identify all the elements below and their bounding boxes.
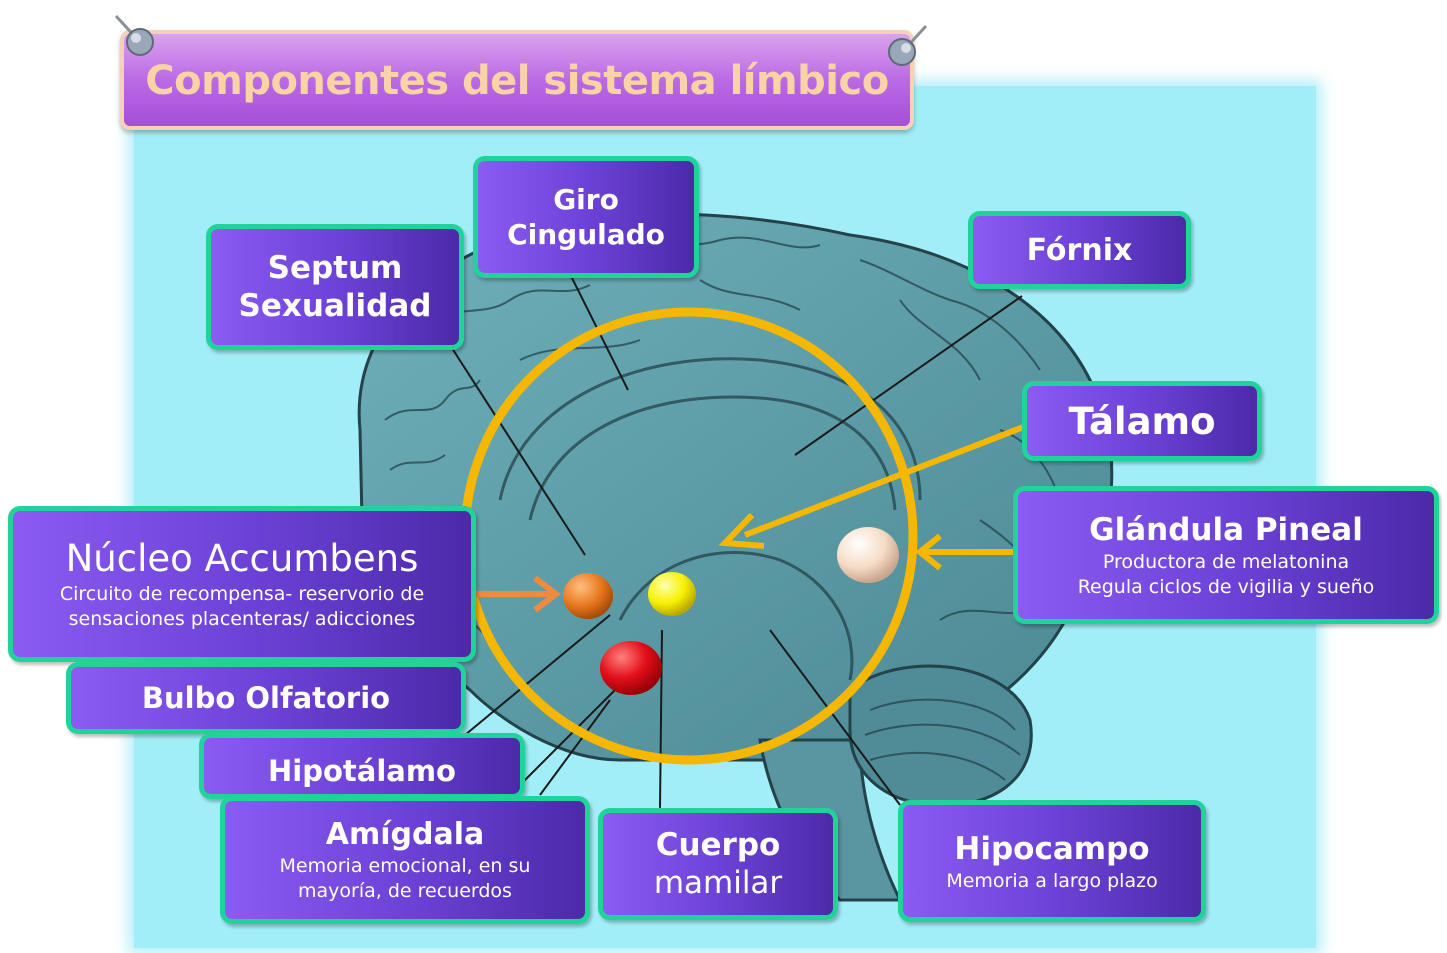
label-hipocampo: Hipocampo Memoria a largo plazo: [898, 800, 1206, 922]
accumbens-desc2: sensaciones placenteras/ adicciones: [68, 608, 416, 630]
accumbens-desc1: Circuito de recompensa- reservorio de: [59, 583, 425, 605]
arrow-accumbens: [474, 575, 561, 613]
cuerpo-line1: Cuerpo: [655, 827, 781, 863]
pineal-desc1: Productora de melatonina: [1102, 551, 1350, 573]
arrow-pineal: [915, 533, 1014, 571]
marker-accumbens: [563, 573, 613, 619]
label-cuerpo-mamilar: Cuerpo mamilar: [598, 808, 838, 920]
marker-pineal: [837, 527, 899, 583]
giro-line1: Giro: [553, 183, 619, 216]
amigdala-desc2: mayoría, de recuerdos: [298, 880, 512, 902]
hipocampo-title: Hipocampo: [954, 830, 1150, 867]
label-talamo: Tálamo: [1022, 381, 1262, 461]
pineal-title: Glándula Pineal: [1089, 512, 1363, 548]
label-nucleo-accumbens: Núcleo Accumbens Circuito de recompensa-…: [8, 506, 476, 662]
label-amigdala: Amígdala Memoria emocional, en su mayorí…: [220, 796, 590, 924]
pineal-desc2: Regula ciclos de vigilia y sueño: [1077, 576, 1375, 598]
accumbens-title: Núcleo Accumbens: [65, 537, 419, 580]
septum-line2: Sexualidad: [238, 288, 432, 324]
marker-cuerpo-mamilar: [648, 572, 696, 616]
septum-line1: Septum: [267, 250, 403, 286]
label-fornix: Fórnix: [968, 211, 1191, 289]
bulbo-text: Bulbo Olfatorio: [141, 681, 391, 715]
pushpin-icon: [888, 24, 928, 66]
title-bar: Componentes del sistema límbico: [120, 30, 914, 130]
amigdala-desc1: Memoria emocional, en su: [279, 855, 531, 877]
fornix-text: Fórnix: [1026, 232, 1133, 268]
label-bulbo-olfatorio: Bulbo Olfatorio: [66, 662, 466, 734]
page-title: Componentes del sistema límbico: [145, 58, 889, 104]
hipotalamo-text: Hipotálamo: [268, 754, 456, 788]
label-glandula-pineal: Glándula Pineal Productora de melatonina…: [1013, 486, 1439, 624]
label-hipotalamo: Hipotálamo: [199, 733, 525, 799]
label-giro-cingulado: Giro Cingulado: [473, 156, 699, 278]
arrow-talamo: [718, 423, 1028, 549]
marker-amigdala: [600, 641, 662, 695]
pushpin-icon: [114, 14, 154, 56]
cuerpo-line2: mamilar: [653, 865, 783, 901]
hipocampo-desc: Memoria a largo plazo: [946, 869, 1158, 892]
giro-line2: Cingulado: [507, 218, 665, 251]
talamo-text: Tálamo: [1068, 399, 1216, 443]
amigdala-title: Amígdala: [325, 817, 485, 852]
label-septum: Septum Sexualidad: [206, 224, 464, 350]
